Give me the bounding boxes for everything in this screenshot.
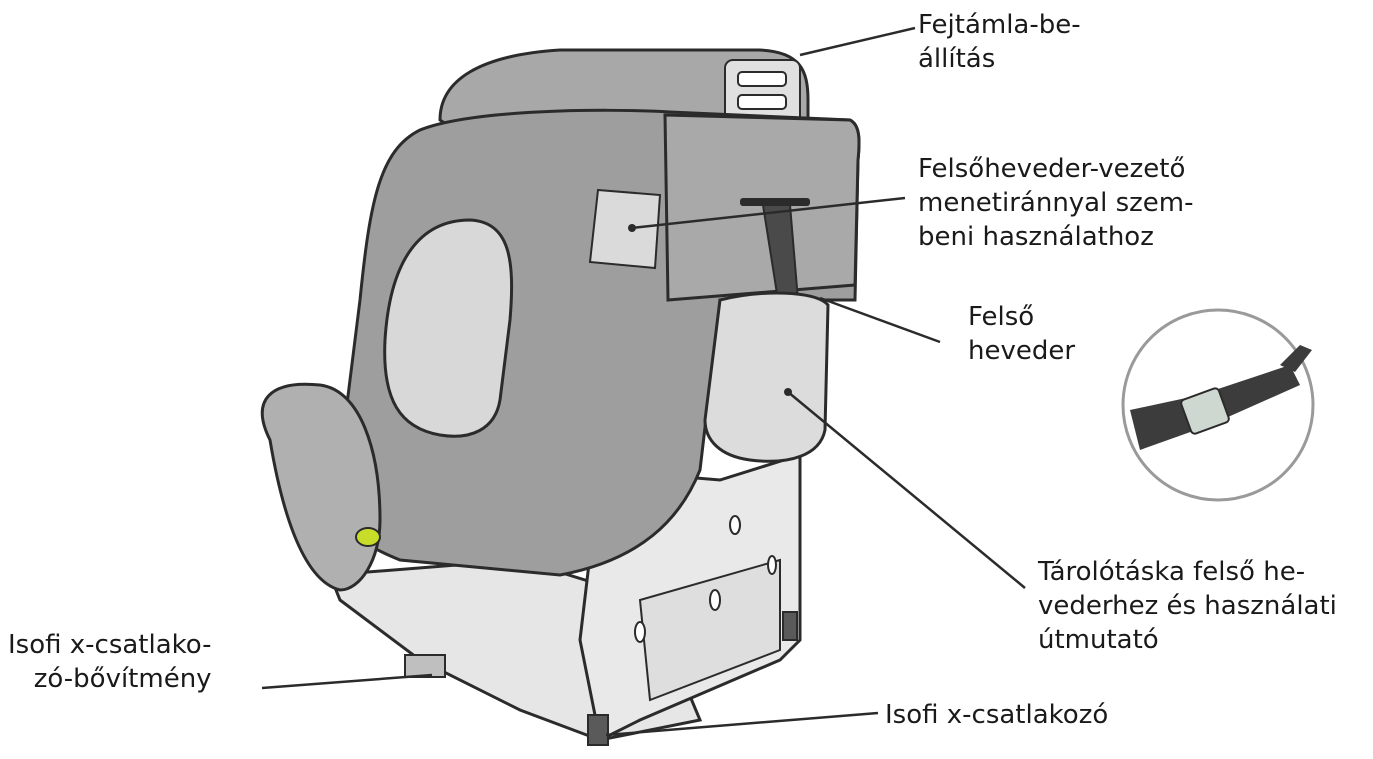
label-line: állítás xyxy=(918,44,996,74)
label-line: beni használathoz xyxy=(918,222,1154,252)
label-headrest-adjust: Fejtámla-be- állítás xyxy=(918,8,1081,76)
anchor-dot xyxy=(628,224,636,232)
label-isofix-connector: Isofi x-csatlakozó xyxy=(885,698,1108,732)
label-line: Fejtámla-be- xyxy=(918,10,1081,40)
anchor-dot xyxy=(784,388,792,396)
base-hole xyxy=(767,555,777,575)
leader-line-tether-guide xyxy=(631,196,906,230)
seat-back-upper-panel xyxy=(663,113,861,302)
leader-line-storage-bag xyxy=(787,391,1026,589)
label-line: útmutató xyxy=(1038,625,1159,655)
isofix-connector-block xyxy=(587,714,609,746)
leader-line-headrest xyxy=(799,26,916,57)
leader-line-top-tether xyxy=(819,296,941,344)
label-storage-bag: Tárolótáska felső he- vederhez és haszná… xyxy=(1038,555,1337,657)
label-isofix-extension: Isofi x-csatlako- zó-bővítmény xyxy=(8,628,212,696)
label-line: vederhez és használati xyxy=(1038,591,1337,621)
label-line: heveder xyxy=(968,336,1076,366)
label-line: Isofi x-csatlako- xyxy=(8,630,212,660)
top-tether-detail-hook xyxy=(1280,345,1312,372)
seat-base-side xyxy=(638,558,781,702)
base-hole xyxy=(634,621,646,643)
top-tether-guide-slot xyxy=(740,198,810,206)
top-tether-guide-patch xyxy=(588,188,662,270)
leader-line-isofix-extension xyxy=(261,673,433,690)
top-tether-detail-buckle xyxy=(1180,387,1230,435)
isofix-connector-block xyxy=(782,611,798,641)
label-line: Felső xyxy=(968,302,1035,332)
label-line: zó-bővítmény xyxy=(33,664,212,694)
label-top-tether: Felső heveder xyxy=(968,300,1075,368)
label-line: menetiránnyal szem- xyxy=(918,188,1194,218)
seat-side-window xyxy=(383,218,514,438)
base-hole xyxy=(709,589,721,611)
headrest-adjust-grip xyxy=(737,94,787,110)
label-line: Isofi x-csatlakozó xyxy=(885,700,1109,730)
label-line: Tárolótáska felső he- xyxy=(1038,557,1306,587)
headrest-adjust-grip xyxy=(737,71,787,87)
base-hole xyxy=(729,515,741,535)
isofix-extension-block xyxy=(404,654,446,678)
accent-marker xyxy=(355,527,381,547)
seat-cushion xyxy=(260,382,382,592)
label-line: Felsőheveder-vezető xyxy=(918,154,1186,184)
label-top-tether-guide: Felsőheveder-vezető menetiránnyal szem- … xyxy=(918,152,1194,254)
storage-bag xyxy=(703,291,830,463)
leader-line-isofix-connector xyxy=(605,711,879,737)
